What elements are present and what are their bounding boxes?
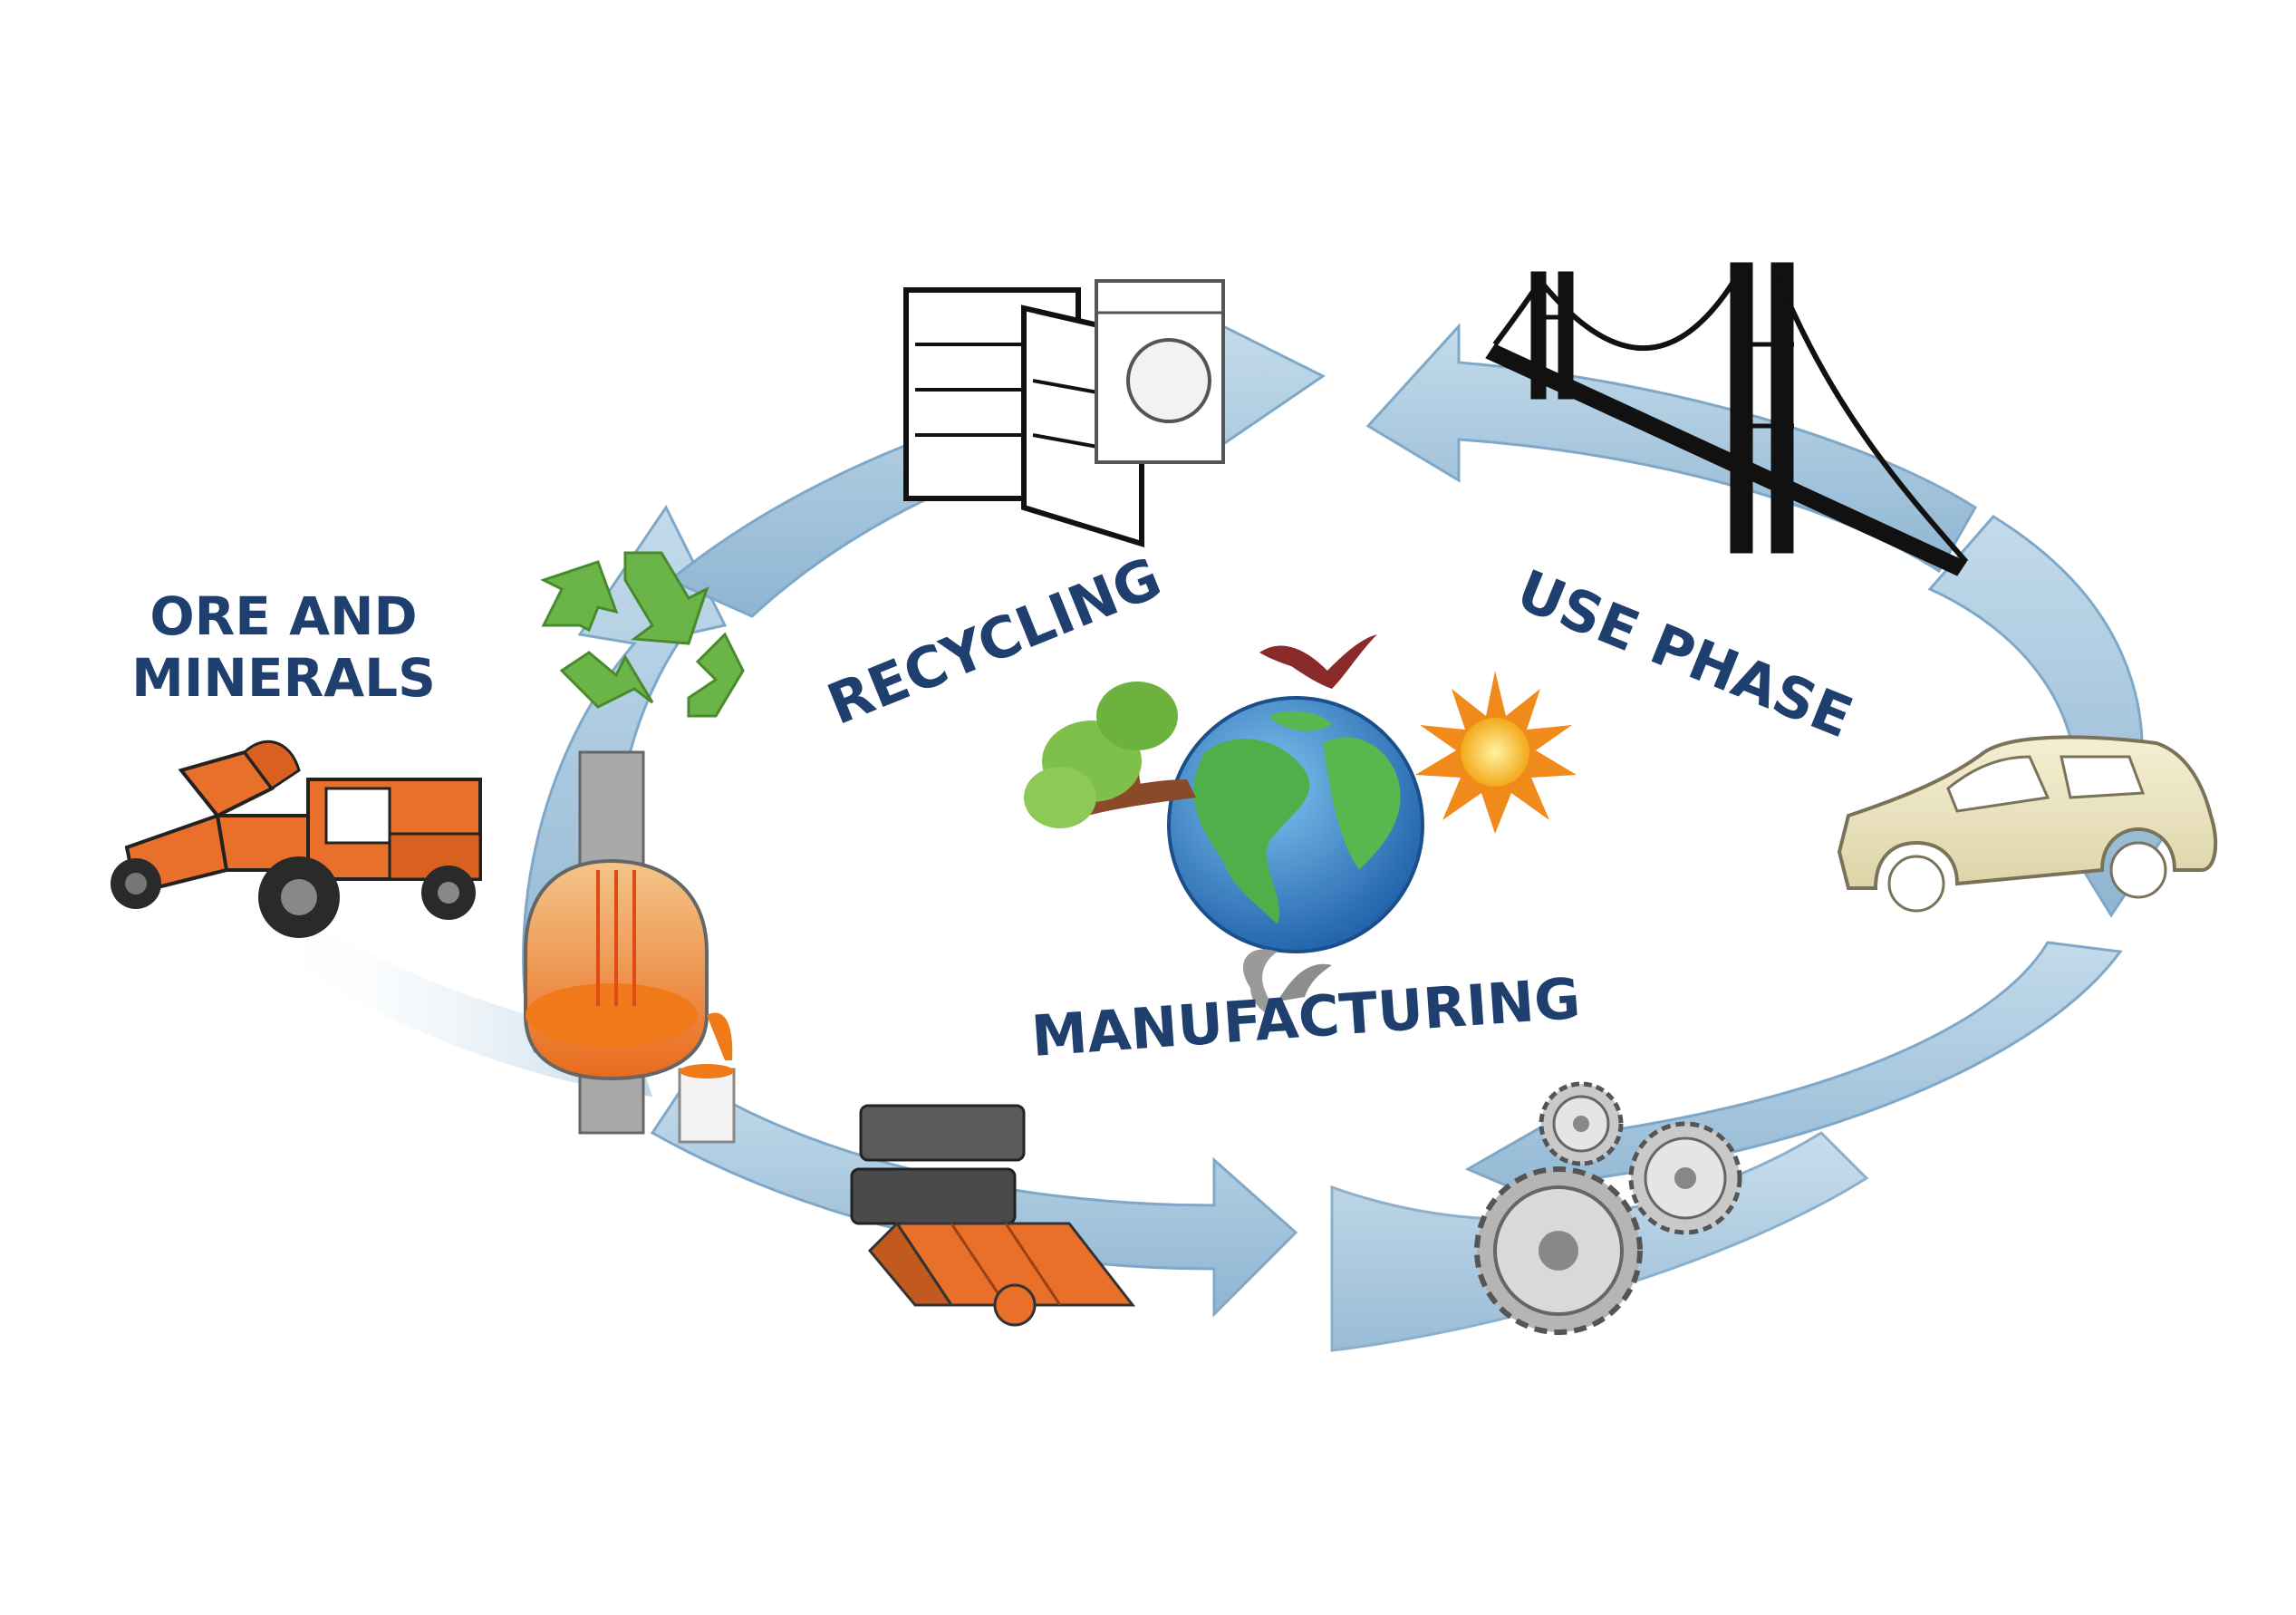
use-phase-label: USE PHASE <box>1508 556 1861 750</box>
medium-gear-icon <box>1628 1121 1742 1235</box>
large-gear-icon <box>1474 1166 1643 1335</box>
ore-label-line2: MINERALS <box>131 647 436 709</box>
dolphins-icon <box>1242 949 1332 1015</box>
small-gear-icon <box>1539 1081 1624 1166</box>
recycle-icon <box>540 551 745 718</box>
tree-icon <box>1024 682 1196 828</box>
bird-icon <box>1259 634 1377 689</box>
fridge-icon <box>903 287 1144 548</box>
washing-machine-icon <box>1095 279 1225 464</box>
car-body-icon <box>1837 735 2218 913</box>
sun-icon <box>1415 671 1577 834</box>
gears-icon <box>1474 1081 1742 1335</box>
globe-icon <box>1167 696 1424 953</box>
ore-label-line1: ORE AND <box>150 585 417 647</box>
loader-truck-icon <box>111 740 482 938</box>
furnace-icon <box>524 750 736 1144</box>
steel-rolls-icon <box>850 1104 1136 1327</box>
bridge-icon <box>1485 262 1969 576</box>
